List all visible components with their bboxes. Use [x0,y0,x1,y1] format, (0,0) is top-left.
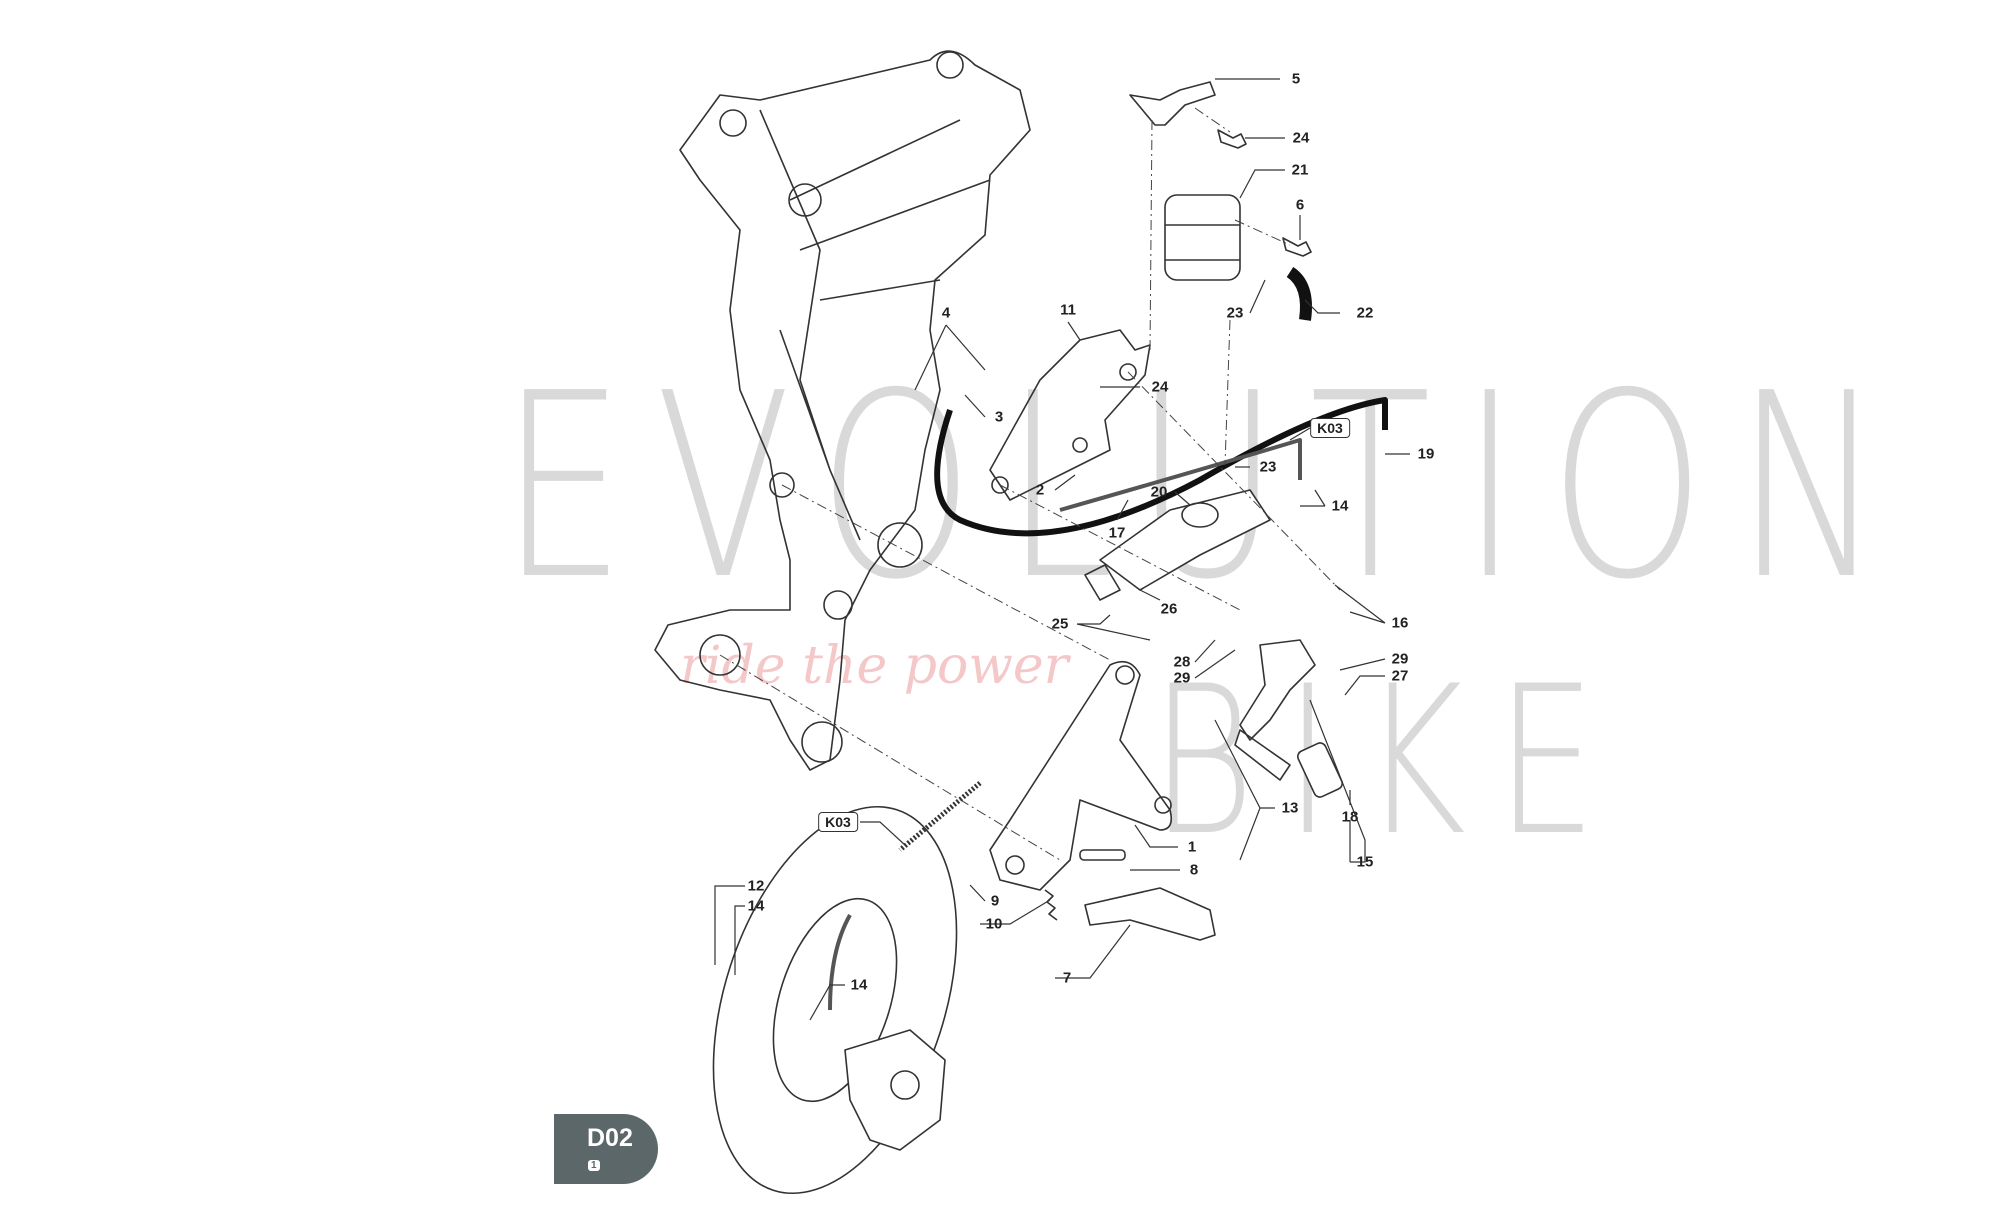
bracket-5 [1129,81,1216,126]
reference-k03[interactable]: K03 [818,812,858,832]
callout-24[interactable]: 24 [1292,129,1310,147]
callout-21[interactable]: 21 [1291,161,1309,179]
callout-19[interactable]: 19 [1417,445,1435,463]
frame-plate [654,50,1031,771]
callout-23[interactable]: 23 [1226,304,1244,322]
callout-26[interactable]: 26 [1160,600,1178,618]
watermark-tagline: ride the power [680,636,1069,696]
callout-22[interactable]: 22 [1356,304,1374,322]
brake-pedal [1084,887,1216,941]
callout-4[interactable]: 4 [941,304,951,322]
callout-7[interactable]: 7 [1062,969,1072,987]
brake-caliper [844,1029,946,1151]
callout-17[interactable]: 17 [1108,524,1126,542]
watermark-brand-2: BIKE [1150,643,1627,881]
callout-18[interactable]: 18 [1341,808,1359,826]
diagram-revision: 1 [588,1160,600,1171]
callout-14[interactable]: 14 [1331,497,1349,515]
callout-14[interactable]: 14 [850,976,868,994]
callout-23[interactable]: 23 [1259,458,1277,476]
callout-1[interactable]: 1 [1187,838,1197,856]
callout-28[interactable]: 28 [1173,653,1191,671]
brake-lever [1239,639,1316,741]
diagram-code: D02 [587,1124,633,1152]
callout-2[interactable]: 2 [1035,481,1045,499]
callout-12[interactable]: 12 [747,877,765,895]
reference-k03[interactable]: K03 [1310,418,1350,438]
callout-8[interactable]: 8 [1189,861,1199,879]
callout-16[interactable]: 16 [1391,614,1409,632]
callout-20[interactable]: 20 [1150,483,1168,501]
callout-6[interactable]: 6 [1295,196,1305,214]
fluid-reservoir [1164,194,1241,281]
callout-10[interactable]: 10 [985,915,1003,933]
callout-14[interactable]: 14 [747,897,765,915]
brake-disc [712,805,958,1195]
callout-13[interactable]: 13 [1281,799,1299,817]
callout-15[interactable]: 15 [1356,853,1374,871]
callout-9[interactable]: 9 [990,892,1000,910]
diagram-code-badge: D02 1 [554,1114,658,1184]
footpeg-hanger [989,660,1173,891]
callout-29[interactable]: 29 [1391,650,1409,668]
callout-5[interactable]: 5 [1291,70,1301,88]
callout-25[interactable]: 25 [1051,615,1069,633]
callout-27[interactable]: 27 [1391,667,1409,685]
callout-11[interactable]: 11 [1060,301,1076,319]
callout-24[interactable]: 24 [1151,378,1169,396]
callout-29[interactable]: 29 [1173,669,1191,687]
callout-3[interactable]: 3 [994,408,1004,426]
master-cylinder-bracket [989,329,1151,501]
